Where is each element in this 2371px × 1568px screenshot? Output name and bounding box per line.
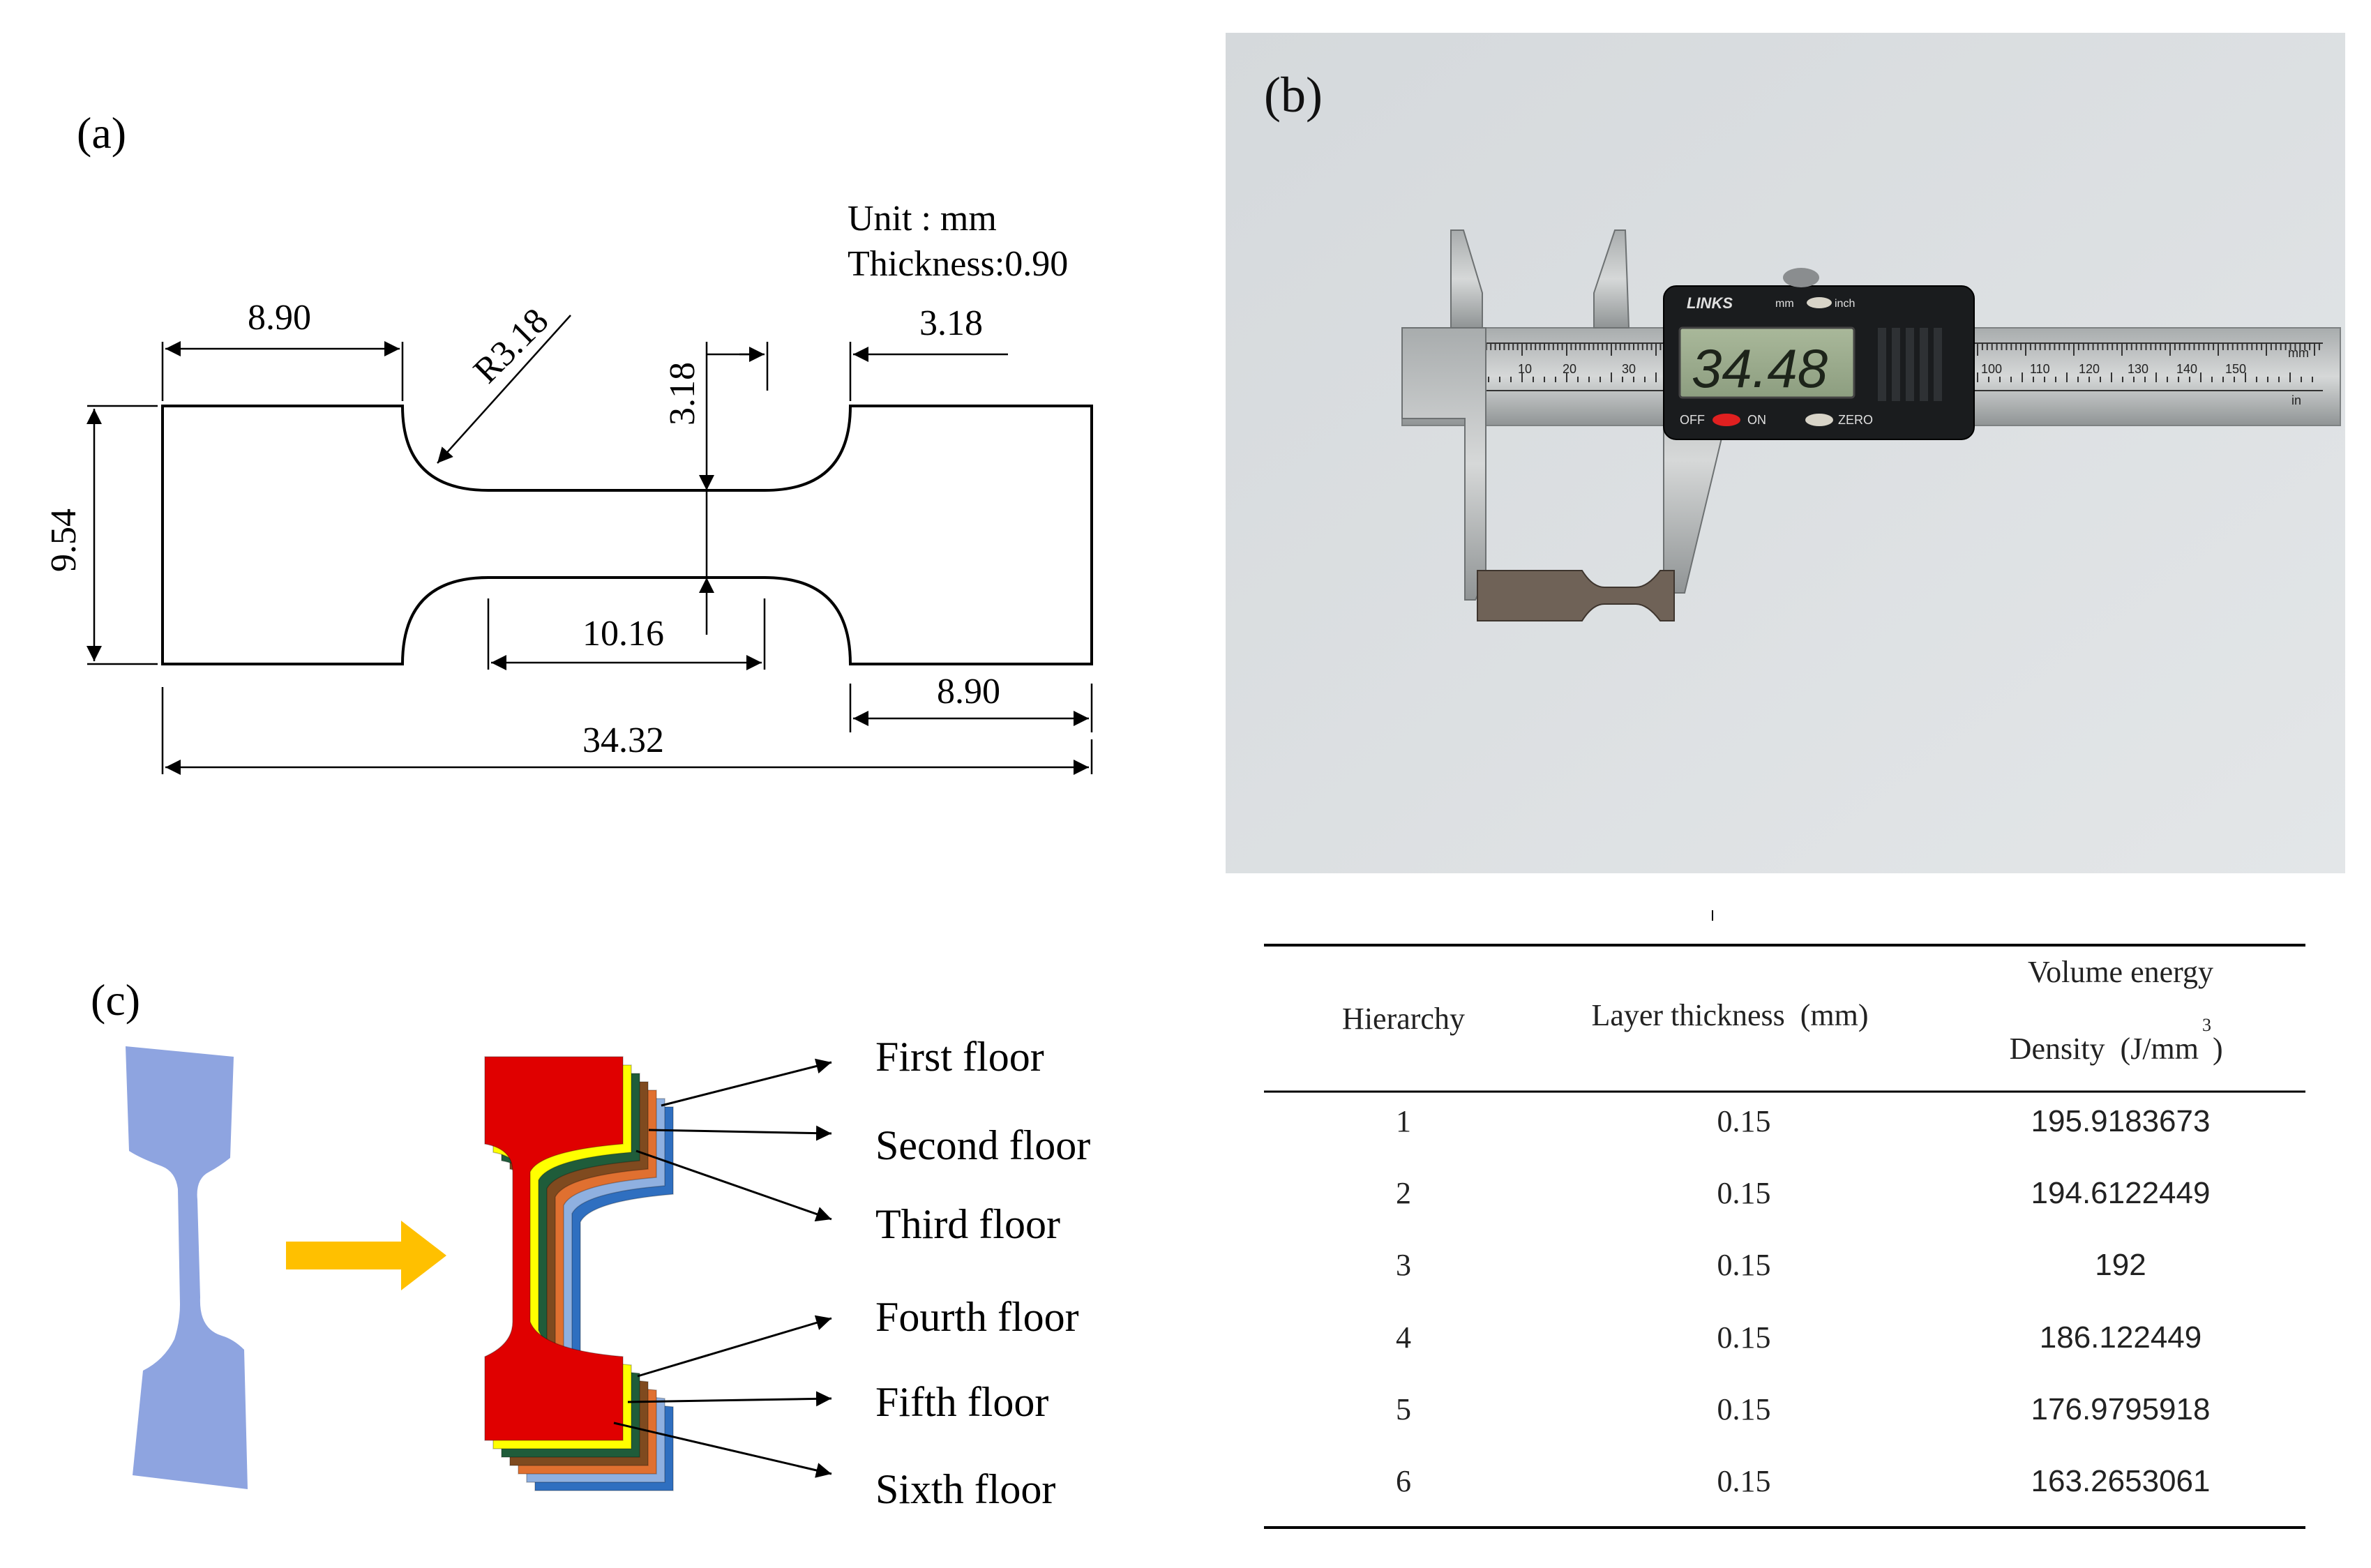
caliper-unit-mm: mm [1775,298,1794,310]
data-table: Hierarchy Layer thickness (mm) Volume en… [1264,910,2305,1529]
header-ved-sup: 3 [2202,1015,2211,1035]
dim-gauge-width [699,342,760,635]
dim-radius [437,315,571,464]
dim-gauge-length [487,598,766,670]
scale-tick-120: 120 [2079,362,2100,376]
layer-stack [484,1056,674,1491]
scale-tick-20: 20 [1563,362,1576,376]
header-ved-close: ) [2213,1032,2223,1066]
table-cell: 0.15 [1717,1176,1771,1210]
table-cell: 163.2653061 [2031,1464,2211,1498]
table-cell: 0.15 [1717,1320,1771,1355]
scale-tick-110: 110 [2030,362,2050,376]
scale-tick-150: 150 [2225,362,2246,376]
floor-leaders [613,1058,832,1478]
caliper-zero-label: ZERO [1838,413,1873,427]
table-cell: 5 [1396,1392,1411,1426]
panel-b-label: (b) [1264,67,1323,123]
dim-height-label: 9.54 [44,508,84,572]
scale-tick-10: 10 [1518,362,1532,376]
table-cell: 3 [1396,1248,1411,1282]
scale-unit-mm: mm [2288,346,2309,360]
header-ved-line2: Density (J/mm [2010,1032,2199,1066]
table-cell: 2 [1396,1176,1411,1210]
dim-top-right [739,342,1008,401]
caliper-off-label: OFF [1680,413,1705,427]
caliper-reading: 34.48 [1692,338,1828,399]
scale-tick-130: 130 [2128,362,2148,376]
scale-tick-30: 30 [1622,362,1636,376]
unit-label: Unit : mm [848,199,997,239]
table-cell: 195.9183673 [2031,1104,2211,1138]
table-cell: 0.15 [1717,1104,1771,1138]
dim-grip-left [161,341,404,401]
panel-a-label: (a) [77,108,126,158]
caliper-lower-jaw-fixed [1401,327,1486,601]
stack-layer-1 [484,1056,624,1441]
caliper-lcd [1678,326,1856,399]
panel-c: (c) First floor Second floor Third floor… [91,975,1090,1512]
panel-a [86,315,1093,775]
table-cell: 194.6122449 [2031,1176,2211,1210]
table-cell: 0.15 [1717,1248,1771,1282]
table-cell: 1 [1396,1104,1411,1138]
specimen-outline [161,405,1093,665]
measured-specimen [1477,570,1675,621]
floor-label-2: Second floor [875,1122,1090,1168]
panel-b-photo: 0 10 20 30 100 110 120 130 140 150 mm in… [1226,33,2345,873]
dim-grip-right-label: 8.90 [937,672,1000,711]
caliper-thumb-wheel [1783,268,1819,287]
dim-top-right-label: 3.18 [919,303,983,343]
dim-total-length [161,687,1093,775]
table-cell: 176.9795918 [2031,1392,2211,1426]
caliper-brand: LINKS [1687,294,1733,312]
header-hierarchy: Hierarchy [1342,1002,1465,1036]
scale-tick-140: 140 [2176,362,2197,376]
table-cell: 0.15 [1717,1392,1771,1426]
dim-height [86,405,158,665]
caliper-grip-ribs [1878,328,1942,401]
dim-grip-right [849,684,1093,732]
caliper-on-label: ON [1747,413,1766,427]
table-cell: 192 [2095,1248,2146,1282]
transform-arrow [286,1221,446,1290]
dim-grip-left-label: 8.90 [248,298,311,338]
table-body: 1 0.15 195.9183673 2 0.15 194.6122449 3 0.15 192… [1396,1104,2210,1498]
floor-label-1: First floor [875,1034,1044,1080]
scale-tick-100: 100 [1981,362,2002,376]
floor-label-4: Fourth floor [875,1294,1079,1340]
scale-unit-in: in [2291,393,2301,407]
header-layer-thickness: Layer thickness (mm) [1591,998,1868,1032]
floor-label-6: Sixth floor [875,1466,1055,1512]
original-specimen [126,1046,248,1489]
header-ved-line1: Volume energy [2028,955,2213,989]
zero-button[interactable] [1805,414,1833,426]
table-cell: 0.15 [1717,1464,1771,1498]
caliper-upper-jaw-moving [1593,229,1630,329]
floor-label-3: Third floor [875,1201,1060,1247]
table-cell: 186.122449 [2040,1320,2201,1355]
dim-gauge-length-label: 10.16 [582,614,664,654]
thickness-label: Thickness:0.90 [848,244,1068,284]
caliper-unit-inch: inch [1835,298,1855,310]
on-off-button[interactable] [1713,414,1740,426]
panel-c-label: (c) [91,975,140,1025]
mm-inch-button[interactable] [1807,297,1832,308]
table-cell: 6 [1396,1464,1411,1498]
dim-total-length-label: 34.32 [582,721,664,760]
table-cell: 4 [1396,1320,1411,1355]
floor-label-5: Fifth floor [875,1379,1048,1425]
dim-gauge-width-label: 3.18 [663,362,702,425]
